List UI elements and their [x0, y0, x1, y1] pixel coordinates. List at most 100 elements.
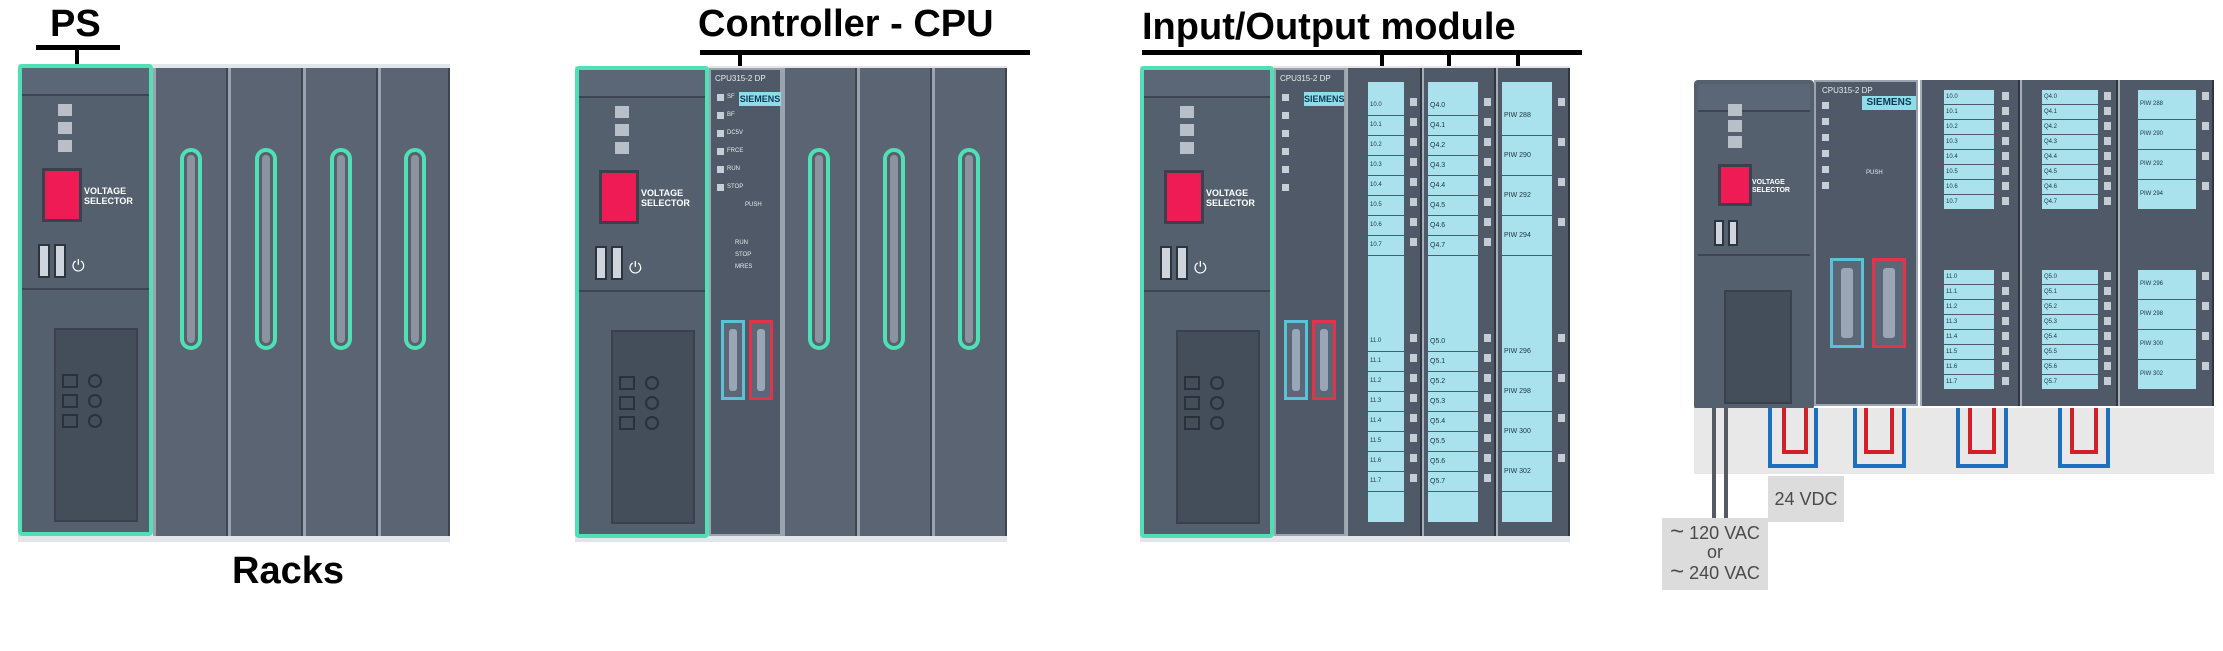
ai-terminal-pin [1558, 374, 1565, 382]
rack-rail-marker-1[interactable] [180, 148, 202, 350]
di-terminal-pin [1410, 414, 1417, 422]
do-terminal-pin [1484, 334, 1491, 342]
di4-address-cell: 10.5 [1944, 165, 1994, 180]
ps3-terminal-block [1176, 330, 1260, 524]
cpu4-model: CPU315-2 DP [1822, 86, 1873, 95]
rack-rail-marker-3[interactable] [330, 148, 352, 350]
ps3-switch-1[interactable] [1160, 246, 1172, 280]
di4-address-cell: 10.7 [1944, 195, 1994, 210]
dc-supply-text: 24 VDC [1774, 489, 1838, 509]
cpu-led-bf [717, 112, 724, 119]
cpu4-dp-port[interactable] [1872, 258, 1906, 348]
ai-address-cell: PIW 296 [1502, 332, 1552, 372]
ps-top-bar [22, 68, 149, 96]
ps-terminal-3 [62, 414, 78, 428]
ai4-terminal-pin [2202, 332, 2209, 340]
voltage-selector-3[interactable] [1164, 170, 1204, 224]
di-terminal-pin [1410, 474, 1417, 482]
ps2-switch-1[interactable] [595, 246, 607, 280]
di-terminal-pin [1410, 98, 1417, 106]
wire-red-1 [1782, 408, 1808, 454]
di4-address-cell: 11.2 [1944, 300, 1994, 315]
ai-address-cell: PIW 292 [1502, 176, 1552, 216]
di-address-cell: 11.4 [1368, 412, 1404, 432]
di-address-cell: 11.2 [1368, 372, 1404, 392]
ai4-address-cell: PIW 292 [2138, 150, 2196, 180]
do4-terminal-pin [2104, 272, 2111, 280]
ps-led-3 [58, 140, 72, 152]
do4-address-cell: Q4.0 [2042, 90, 2098, 105]
ac-or: or [1706, 542, 1723, 562]
ps3-terminal-6 [1210, 416, 1224, 430]
cpu-led-dc5v [717, 130, 724, 137]
di4-terminal-pin [2002, 182, 2009, 190]
voltage-selector-4[interactable] [1718, 164, 1752, 206]
ai4-address-cell: PIW 302 [2138, 360, 2196, 390]
di-terminal-pin [1410, 178, 1417, 186]
rack2-rail-marker-3[interactable] [958, 148, 980, 350]
dc-supply-label: 24 VDC [1768, 476, 1844, 522]
cpu-mode-run: RUN [735, 240, 748, 246]
di-address-cell: 10.5 [1368, 196, 1404, 216]
cpu3-model: CPU315-2 DP [1280, 74, 1331, 83]
di-terminal-pin [1410, 238, 1417, 246]
di4-address-cell: 10.6 [1944, 180, 1994, 195]
di4-address-cell: 11.3 [1944, 315, 1994, 330]
cpu-push-label: PUSH [745, 202, 762, 208]
cpu-mpi-port[interactable] [721, 320, 745, 400]
ac-symbol-2: ~ [1670, 558, 1685, 585]
do4-terminal-pin [2104, 182, 2111, 190]
rack2-rail-marker-2[interactable] [883, 148, 905, 350]
di4-terminal-pin [2002, 122, 2009, 130]
di4-terminal-pin [2002, 152, 2009, 160]
ai-terminal-pin [1558, 334, 1565, 342]
rack2-rail-marker-1[interactable] [808, 148, 830, 350]
ps-switch-1[interactable] [38, 244, 50, 278]
cpu3-dp-port[interactable] [1312, 320, 1336, 400]
di-address-cell: 10.2 [1368, 136, 1404, 156]
ps2-switch-2[interactable] [611, 246, 623, 280]
ps-switch-2[interactable] [54, 244, 66, 278]
cpu3-mpi-port[interactable] [1284, 320, 1308, 400]
cpu-led-label-stop: STOP [727, 184, 744, 190]
cpu4-led-2 [1822, 118, 1829, 125]
ai-address-cell: PIW 288 [1502, 96, 1552, 136]
cpu-label: Controller - CPU [698, 3, 994, 45]
di-address-cell: 11.1 [1368, 352, 1404, 372]
cpu-dp-port[interactable] [749, 320, 773, 400]
ps3-terminal-5 [1210, 396, 1224, 410]
voltage-selector-2[interactable] [599, 170, 639, 224]
di4-terminal-pin [2002, 272, 2009, 280]
ps2-terminal-4 [645, 376, 659, 390]
di-address-cell: 10.7 [1368, 236, 1404, 256]
rack-rail-marker-2[interactable] [255, 148, 277, 350]
rack-rail-marker-4[interactable] [404, 148, 426, 350]
do4-terminal-pin [2104, 137, 2111, 145]
di4-address-cell: 10.1 [1944, 105, 1994, 120]
cpu4-mpi-port[interactable] [1830, 258, 1864, 348]
ai-address-cell: PIW 298 [1502, 372, 1552, 412]
di4-terminal-pin [2002, 287, 2009, 295]
do-address-cell: Q4.1 [1428, 116, 1478, 136]
ai4-terminal-pin [2202, 182, 2209, 190]
do-terminal-pin [1484, 138, 1491, 146]
ps3-divider [1144, 290, 1270, 292]
do4-address-cell: Q5.3 [2042, 315, 2098, 330]
di-address-cell: 10.3 [1368, 156, 1404, 176]
do4-address-cell: Q4.5 [2042, 165, 2098, 180]
ai4-terminal-pin [2202, 302, 2209, 310]
voltage-selector[interactable] [42, 168, 82, 222]
ps4-switch-2[interactable] [1728, 220, 1738, 246]
ps4-switch-1[interactable] [1714, 220, 1724, 246]
do4-address-cell: Q4.4 [2042, 150, 2098, 165]
do4-address-cell: Q5.1 [2042, 285, 2098, 300]
ps3-switch-2[interactable] [1176, 246, 1188, 280]
ai-address-cell: PIW 294 [1502, 216, 1552, 256]
di-terminal-pin [1410, 334, 1417, 342]
ps3-terminal-1 [1184, 376, 1200, 390]
di4-address-cell: 10.3 [1944, 135, 1994, 150]
rack2-slot-2 [857, 68, 932, 536]
cpu4-led-3 [1822, 134, 1829, 141]
ps2-terminal-2 [619, 396, 635, 410]
